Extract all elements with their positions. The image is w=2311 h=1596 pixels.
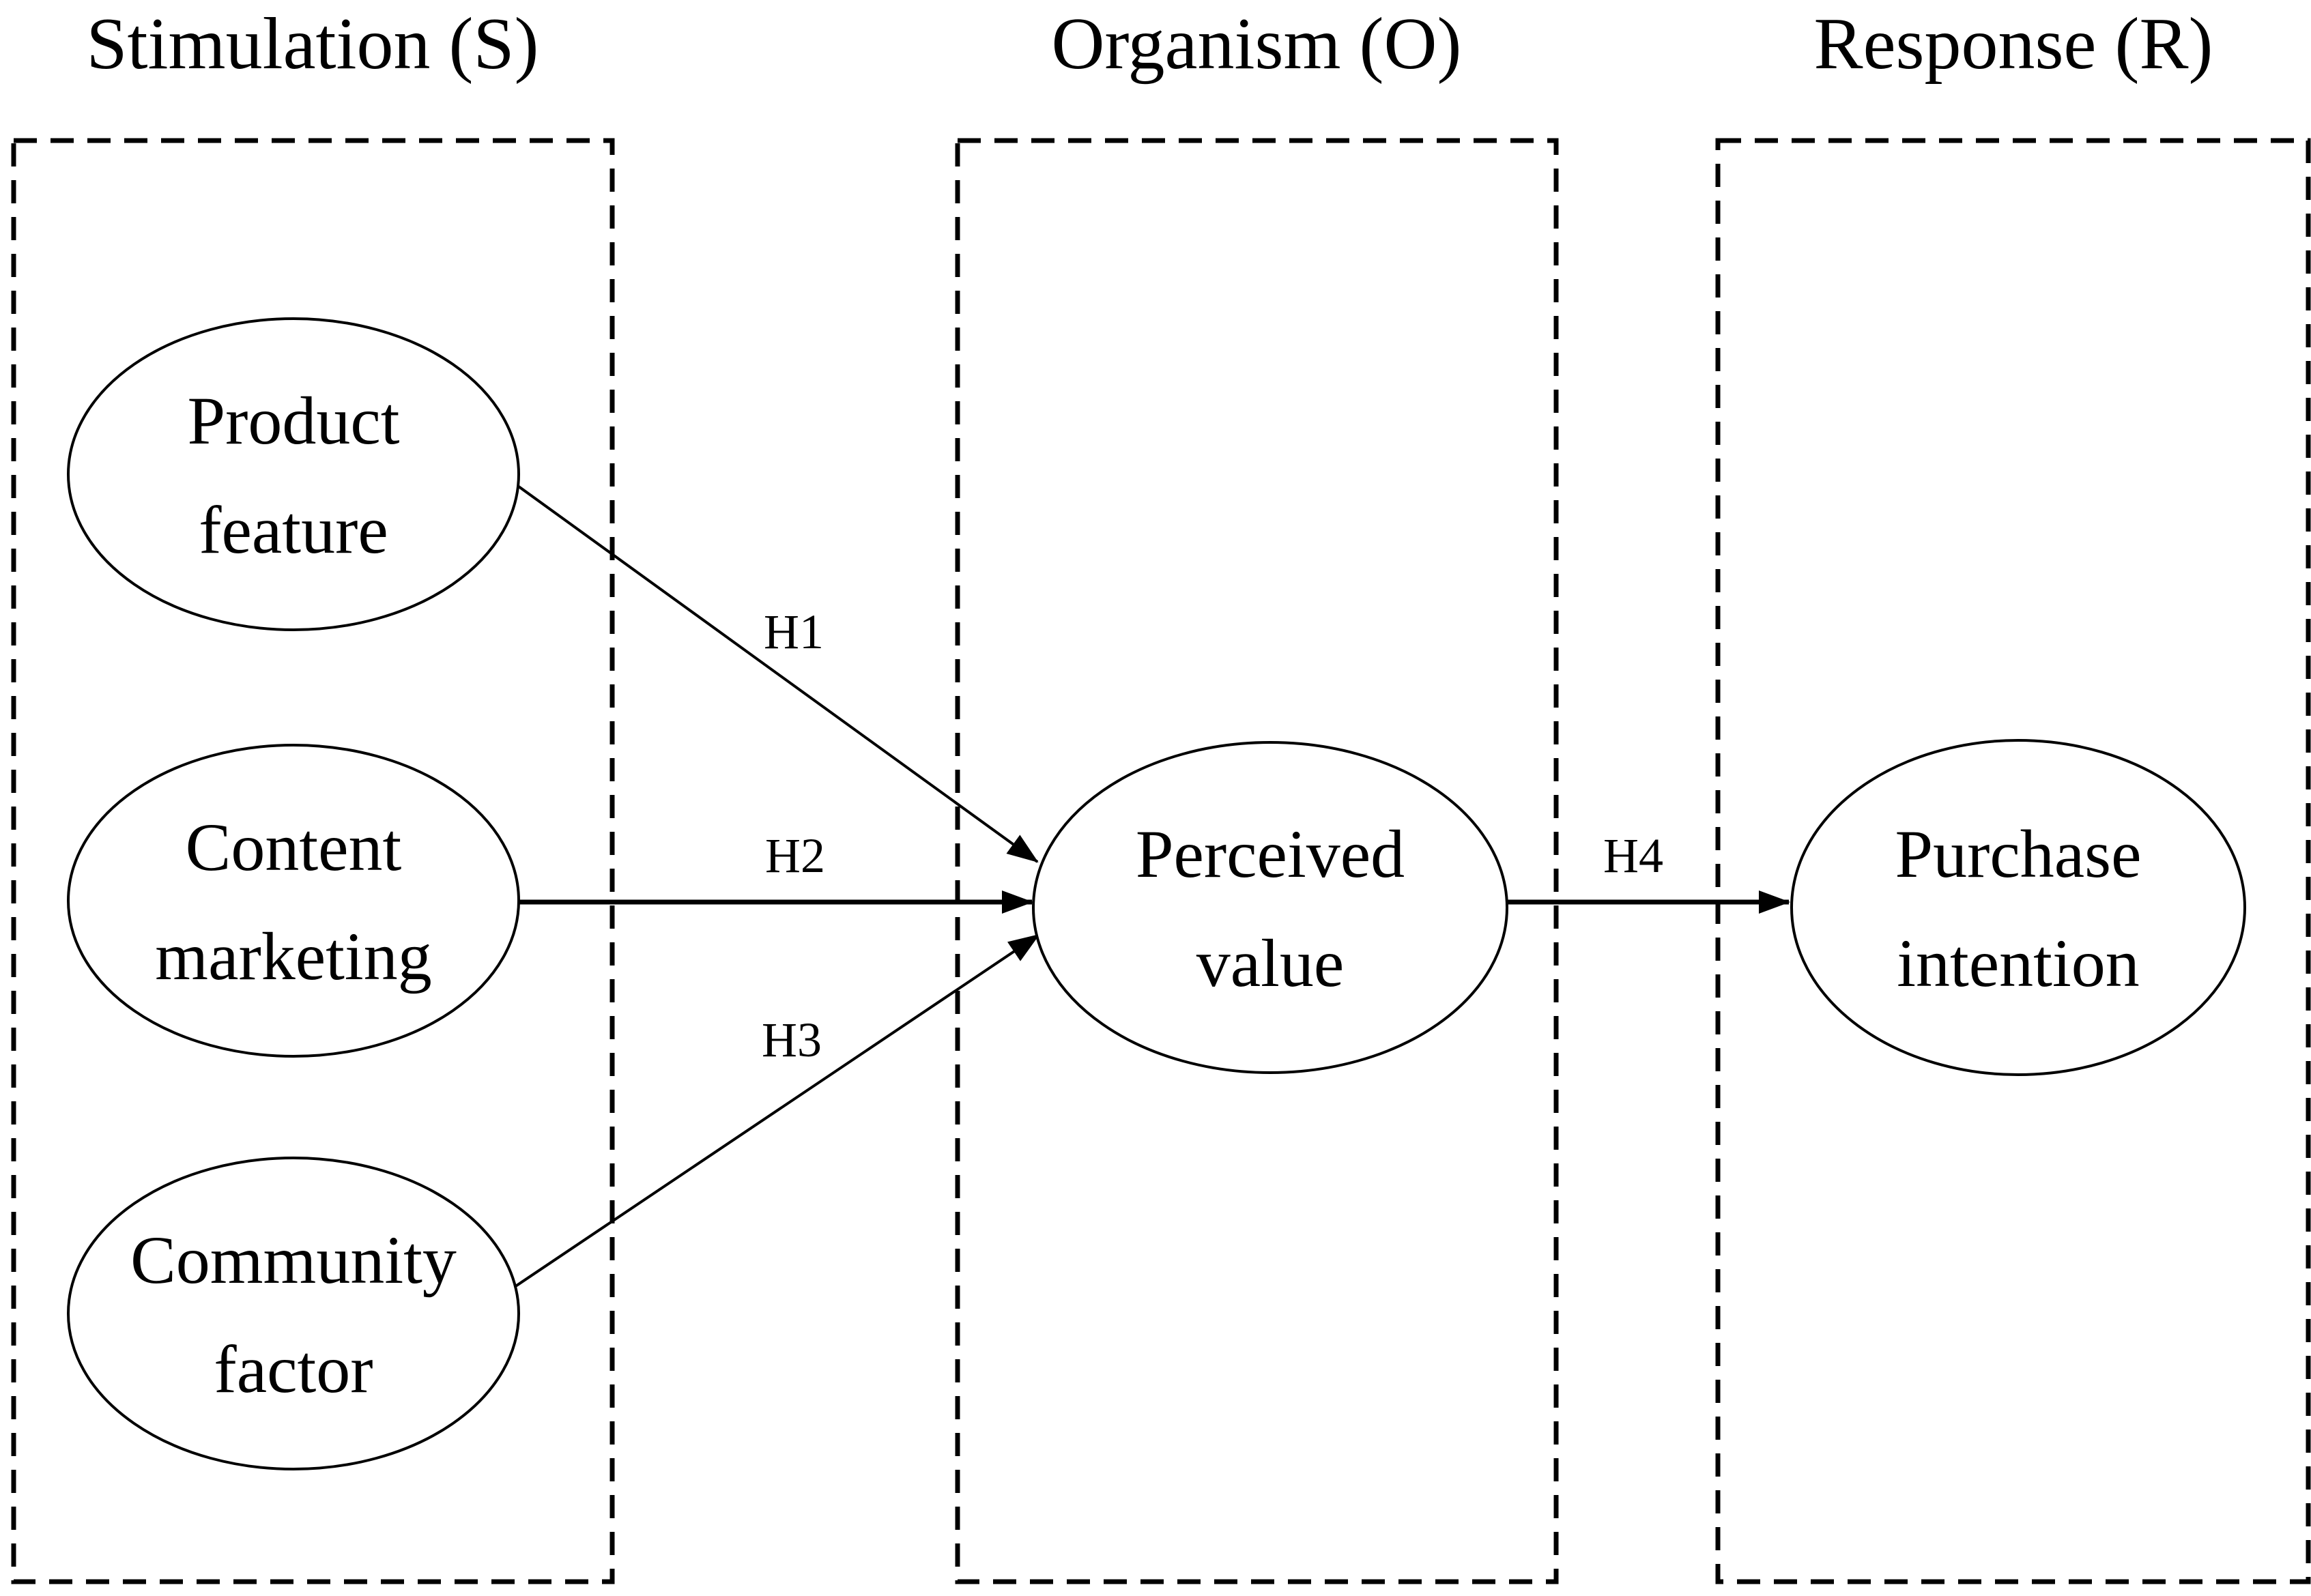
node-community-factor: Community factor (67, 1157, 520, 1470)
node-community-factor-label-line2: factor (214, 1331, 373, 1407)
arrow-h2: H2 (519, 828, 1033, 914)
node-community-factor-ellipse (67, 1157, 520, 1470)
arrow-h3: H3 (507, 933, 1040, 1292)
node-content-marketing-label-line2: marketing (155, 918, 431, 994)
node-content-marketing: Content marketing (67, 744, 520, 1058)
node-perceived-value-ellipse (1032, 741, 1508, 1074)
arrow-h4-label: H4 (1603, 828, 1663, 883)
node-content-marketing-label-line1: Content (186, 809, 402, 885)
column-box-organism (955, 138, 1559, 1584)
node-product-feature-label-line1: Product (187, 383, 399, 459)
arrow-h3-label: H3 (762, 1013, 822, 1067)
arrow-h1: H1 (505, 476, 1039, 863)
node-community-factor-label-line1: Community (130, 1222, 457, 1298)
node-purchase-intention: Purchase intention (1790, 739, 2246, 1076)
arrow-h1-line (505, 476, 1039, 863)
arrow-h4: H4 (1508, 828, 1790, 914)
arrow-h3-line (507, 933, 1040, 1292)
node-perceived-value-label-line1: Perceived (1136, 816, 1405, 892)
arrow-h1-label: H1 (764, 605, 824, 659)
column-box-stimulation (11, 138, 615, 1584)
node-perceived-value-label-line2: value (1196, 925, 1345, 1001)
node-purchase-intention-label-line1: Purchase (1895, 816, 2142, 892)
arrow-h2-label: H2 (765, 828, 825, 883)
node-purchase-intention-label-line2: intention (1897, 925, 2140, 1001)
column-title-response: Response (R) (1814, 3, 2213, 85)
column-title-stimulation: Stimulation (S) (86, 3, 539, 85)
node-purchase-intention-ellipse (1790, 739, 2246, 1076)
node-perceived-value: Perceived value (1032, 741, 1508, 1074)
node-product-feature: Product feature (67, 317, 520, 631)
column-title-organism: Organism (O) (1052, 3, 1462, 85)
node-content-marketing-ellipse (67, 744, 520, 1058)
node-product-feature-ellipse (67, 317, 520, 631)
node-product-feature-label-line2: feature (199, 492, 388, 568)
column-box-response (1715, 138, 2311, 1584)
